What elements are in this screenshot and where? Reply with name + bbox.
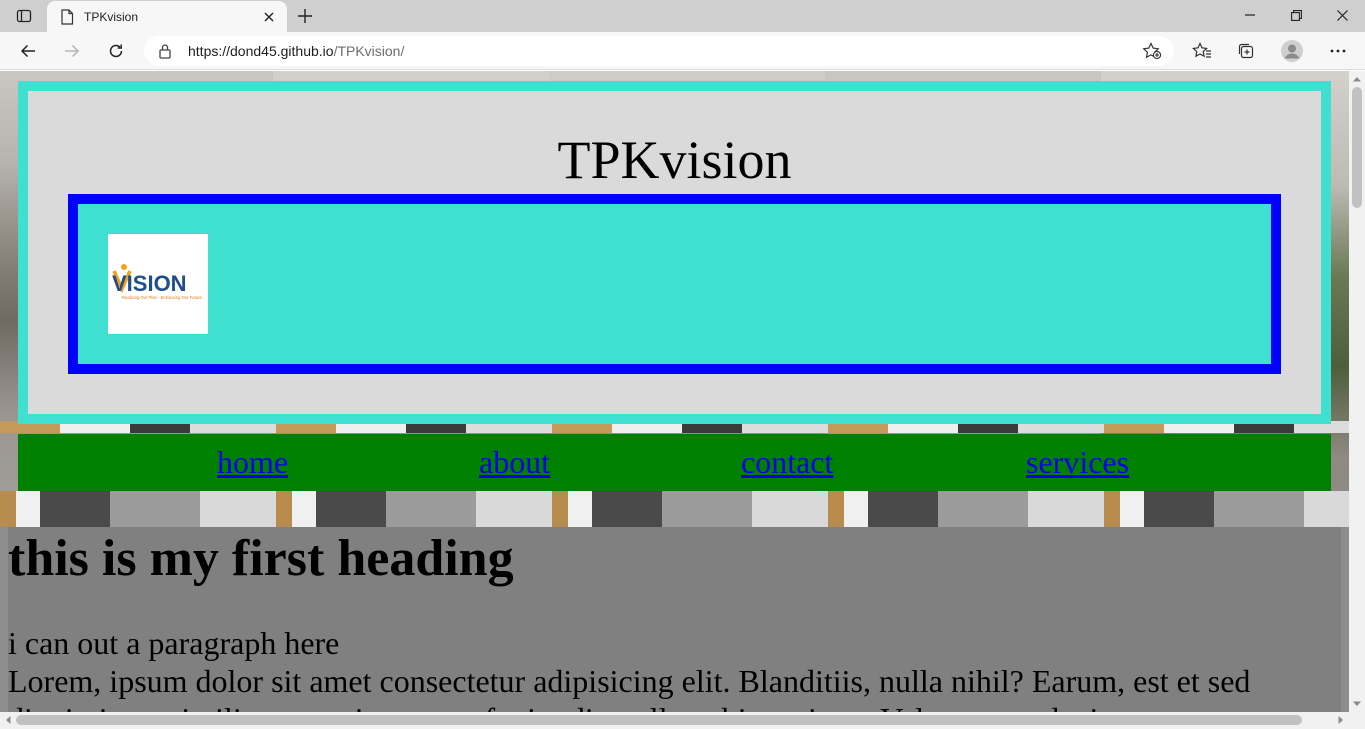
page-viewport: TPKvision VISION Realizing Our Plan - En… — [0, 71, 1349, 712]
nav-link-about[interactable]: about — [479, 444, 551, 480]
minimize-icon[interactable] — [1230, 4, 1270, 26]
url-host: https://dond45.github.io — [188, 43, 334, 59]
vertical-scrollbar[interactable] — [1349, 71, 1365, 712]
lorem-paragraph: Lorem, ipsum dolor sit amet consectetur … — [8, 663, 1251, 712]
vertical-scroll-thumb[interactable] — [1352, 87, 1362, 208]
vision-logo: VISION Realizing Our Plan - Enhancing Ou… — [108, 234, 208, 334]
tab-tpkvision[interactable]: TPKvision — [47, 1, 287, 32]
more-icon[interactable] — [1325, 38, 1351, 64]
profile-icon[interactable] — [1279, 38, 1305, 64]
page-icon — [60, 8, 74, 25]
url-text: https://dond45.github.io/TPKvision/ — [188, 43, 404, 59]
tab-strip: TPKvision — [0, 0, 1365, 32]
nav-link-services[interactable]: services — [1026, 444, 1130, 480]
plus-icon[interactable] — [293, 5, 317, 27]
tab-actions-icon[interactable] — [9, 6, 39, 26]
nav-link-home[interactable]: home — [217, 444, 289, 480]
collections-icon[interactable] — [1233, 38, 1259, 64]
horizontal-scrollbar[interactable] — [0, 712, 1349, 729]
scroll-right-arrow-icon[interactable] — [1333, 712, 1349, 728]
main-heading: this is my first heading — [8, 530, 514, 587]
scroll-up-arrow-icon[interactable] — [1349, 71, 1365, 87]
close-icon[interactable] — [261, 9, 277, 25]
scrollbar-corner — [1349, 712, 1365, 729]
address-bar[interactable]: https://dond45.github.io/TPKvision/ — [144, 36, 1174, 66]
logo-box: VISION Realizing Our Plan - Enhancing Ou… — [68, 194, 1281, 374]
refresh-icon[interactable] — [102, 37, 130, 65]
url-path: /TPKvision/ — [333, 43, 405, 59]
content-section: this is my first heading i can out a par… — [8, 527, 1341, 712]
browser-toolbar: https://dond45.github.io/TPKvision/ — [0, 32, 1365, 70]
chair-strip — [0, 491, 1349, 527]
favorites-icon[interactable] — [1189, 38, 1215, 64]
restore-icon[interactable] — [1276, 4, 1316, 26]
star-plus-icon[interactable] — [1142, 42, 1162, 65]
tab-title: TPKvision — [84, 9, 139, 24]
horizontal-scroll-thumb[interactable] — [16, 715, 1302, 725]
forward-arrow-icon[interactable] — [58, 37, 86, 65]
intro-paragraph: i can out a paragraph here — [8, 625, 340, 661]
back-arrow-icon[interactable] — [14, 37, 42, 65]
desk-strip — [0, 421, 1349, 433]
site-title: TPKvision — [557, 130, 792, 190]
nav-bar: home about contact services — [18, 434, 1331, 491]
svg-text:VISION: VISION — [112, 271, 187, 296]
close-window-icon[interactable] — [1322, 4, 1362, 26]
svg-text:Realizing Our Plan - Enhancing: Realizing Our Plan - Enhancing Our Futur… — [122, 295, 203, 300]
nav-link-contact[interactable]: contact — [741, 444, 834, 480]
lock-icon[interactable] — [158, 43, 172, 64]
scroll-down-arrow-icon[interactable] — [1349, 696, 1365, 712]
scroll-left-arrow-icon[interactable] — [0, 712, 16, 728]
header-box: TPKvision VISION Realizing Our Plan - En… — [18, 81, 1331, 424]
